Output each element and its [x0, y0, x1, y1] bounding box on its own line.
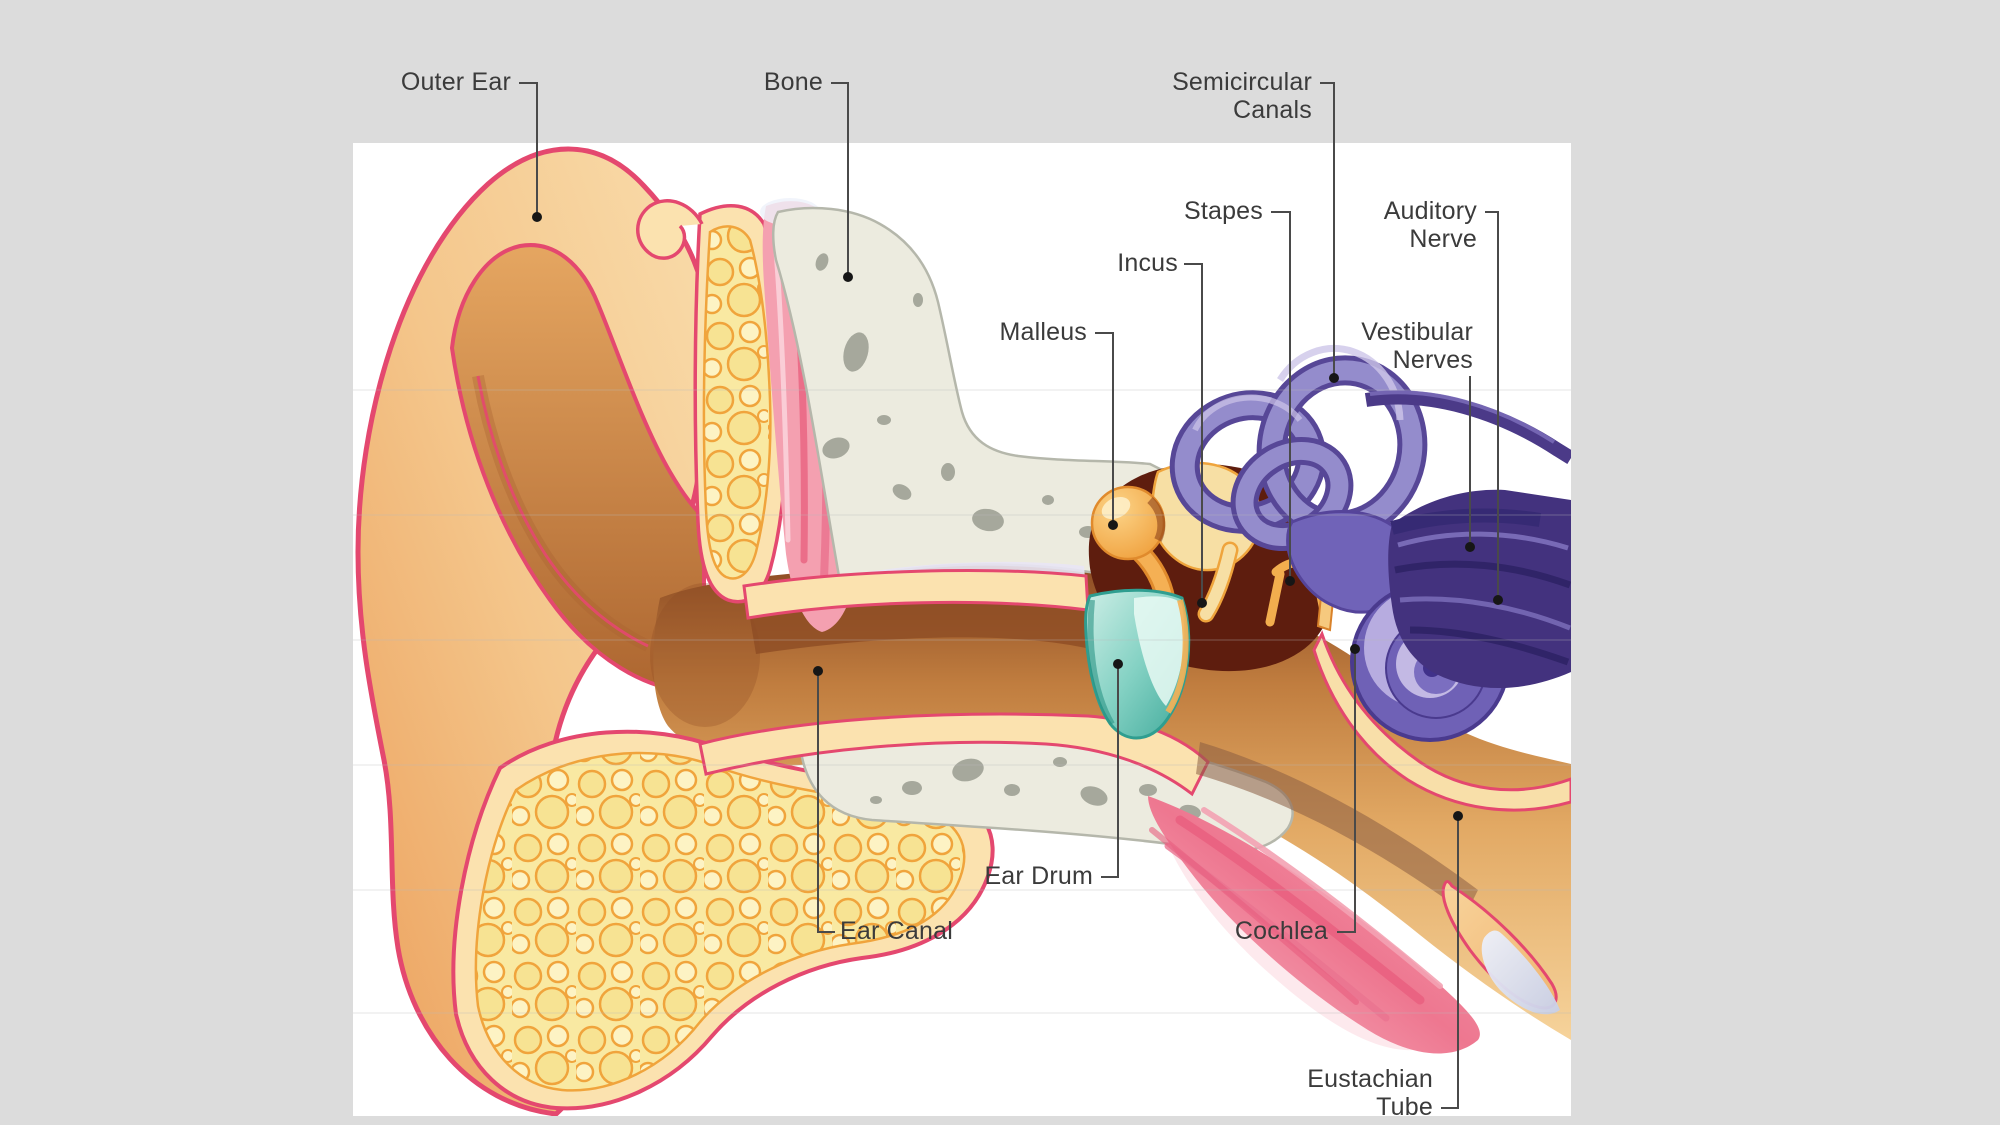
diagram-canvas — [353, 143, 1571, 1116]
label-ear-canal: Ear Canal — [840, 917, 953, 945]
label-cochlea: Cochlea — [1234, 917, 1328, 945]
label-malleus: Malleus — [999, 318, 1087, 346]
label-bone: Bone — [763, 68, 823, 96]
label-semicircular-canals: Semicircular Canals — [1172, 68, 1312, 124]
label-eustachian-tube: Eustachian Tube — [1307, 1065, 1433, 1121]
label-ear-drum: Ear Drum — [984, 862, 1093, 890]
label-auditory-nerve: Auditory Nerve — [1383, 197, 1477, 253]
label-vestibular-nerves: Vestibular Nerves — [1361, 318, 1473, 374]
label-outer-ear: Outer Ear — [400, 68, 511, 96]
label-incus: Incus — [1117, 249, 1178, 277]
label-stapes: Stapes — [1183, 197, 1263, 225]
